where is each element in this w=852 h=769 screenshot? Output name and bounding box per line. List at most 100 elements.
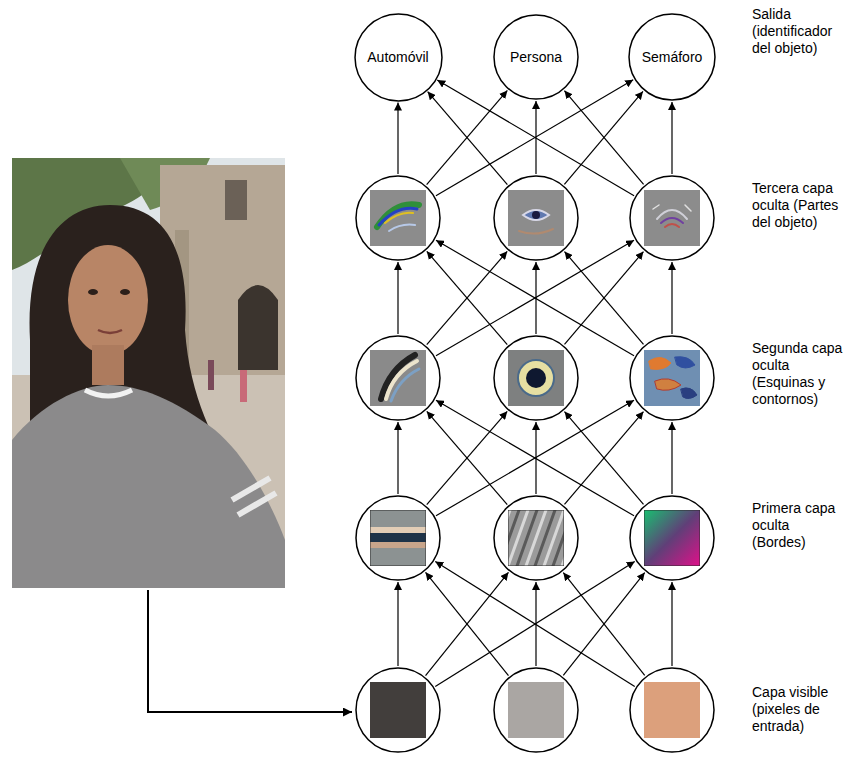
feature-stroke <box>665 224 679 227</box>
class-label: Automóvil <box>367 49 428 66</box>
feature-border <box>644 510 700 566</box>
connection-arrow <box>427 411 508 504</box>
feature-stroke <box>389 225 415 231</box>
feature-neuron <box>355 175 441 261</box>
neuron-circle <box>493 335 579 421</box>
connection-arrow <box>427 251 508 344</box>
neuron-circle <box>629 335 715 421</box>
connection-arrow <box>564 252 643 345</box>
feature-ground <box>370 510 426 566</box>
neuron-outline <box>356 336 440 420</box>
photo-passerby <box>240 370 247 402</box>
feature-stroke <box>649 357 671 369</box>
neuron-circle <box>629 667 715 753</box>
connection-arrow <box>563 573 644 676</box>
feature-band <box>370 527 426 533</box>
photo-arch <box>238 285 278 370</box>
neuron-circle <box>493 667 579 753</box>
connection-arrow <box>426 572 509 675</box>
feature-ground <box>370 190 426 246</box>
photo-neck <box>92 345 124 385</box>
connection-arrow <box>671 422 672 494</box>
photo-mouth <box>98 330 122 333</box>
neuron-outline <box>494 15 578 99</box>
neuron-outline <box>356 176 440 260</box>
neuron-outline <box>630 336 714 420</box>
feature-neuron <box>355 335 441 421</box>
feature-neuron <box>629 495 715 581</box>
photo-stripes <box>232 478 276 515</box>
feature-stroke <box>526 510 546 566</box>
connection-arrow <box>564 91 643 185</box>
neuron-outline <box>629 14 715 100</box>
feature-image <box>644 682 700 738</box>
feature-ground <box>644 510 700 566</box>
feature-stroke <box>655 379 681 391</box>
feature-image <box>370 682 426 738</box>
connection-arrow <box>564 412 643 505</box>
feature-ground <box>644 190 700 246</box>
feature-stroke <box>377 204 419 227</box>
feature-ground <box>370 682 426 738</box>
feature-image <box>370 510 426 566</box>
feature-band <box>370 533 426 542</box>
input-photo <box>12 158 285 588</box>
feature-neuron <box>493 335 579 421</box>
feature-ground <box>644 682 700 738</box>
photo-plaza <box>12 375 285 588</box>
photo-collar <box>85 390 132 396</box>
photo-eye <box>88 289 98 295</box>
photo-window <box>225 180 247 220</box>
neuron-circle <box>355 495 441 581</box>
feature-stroke <box>653 205 691 211</box>
feature-stroke <box>675 357 695 368</box>
photo-face <box>68 245 148 355</box>
neuron-circle <box>355 667 441 753</box>
neuron-outline <box>494 496 578 580</box>
feature-stroke <box>508 510 528 566</box>
feature-image <box>508 350 564 406</box>
neuron-outline <box>630 176 714 260</box>
connection-arrow <box>427 251 508 344</box>
feature-image <box>644 510 700 566</box>
layer-label: Primera capa oculta (Bordes) <box>752 500 846 551</box>
connection-arrow <box>397 262 398 334</box>
feature-neuron <box>629 175 715 261</box>
connection-arrow <box>564 252 643 345</box>
feature-image <box>644 190 700 246</box>
connection-arrow <box>427 411 508 504</box>
feature-ground <box>508 682 564 738</box>
feature-stroke <box>379 208 417 225</box>
neuron-circle <box>629 175 715 261</box>
feature-neuron <box>629 667 715 753</box>
feature-stroke <box>385 213 413 223</box>
neuron-circle <box>493 175 579 261</box>
feature-stroke <box>523 210 549 220</box>
connection-arrow <box>427 90 508 184</box>
connection-arrow <box>671 262 672 334</box>
neuron-outline <box>630 496 714 580</box>
output-neuron: Semáforo <box>628 13 716 101</box>
feature-stroke <box>391 369 419 401</box>
feature-neuron <box>493 667 579 753</box>
layer-label: Capa visible (pixeles de entrada) <box>752 684 846 735</box>
feature-image <box>508 510 564 566</box>
photo-sweater <box>12 385 285 588</box>
feature-border <box>370 510 426 566</box>
neuron-outline <box>494 336 578 420</box>
connection-arrow <box>671 102 672 174</box>
layer-label: Segunda capa oculta (Esquinas y contorno… <box>752 340 846 408</box>
feature-image <box>508 682 564 738</box>
feature-border <box>508 510 564 566</box>
feature-ground <box>370 350 426 406</box>
neuron-circle <box>355 335 441 421</box>
feature-ground <box>644 350 700 406</box>
connection-arrow <box>564 91 643 184</box>
feature-stroke <box>517 510 537 566</box>
neuron-circle <box>629 495 715 581</box>
neuron-circle <box>493 495 579 581</box>
layer-label: Salida (identificador del objeto) <box>752 6 846 57</box>
feature-neuron <box>355 667 441 753</box>
input-arrow <box>148 590 352 712</box>
